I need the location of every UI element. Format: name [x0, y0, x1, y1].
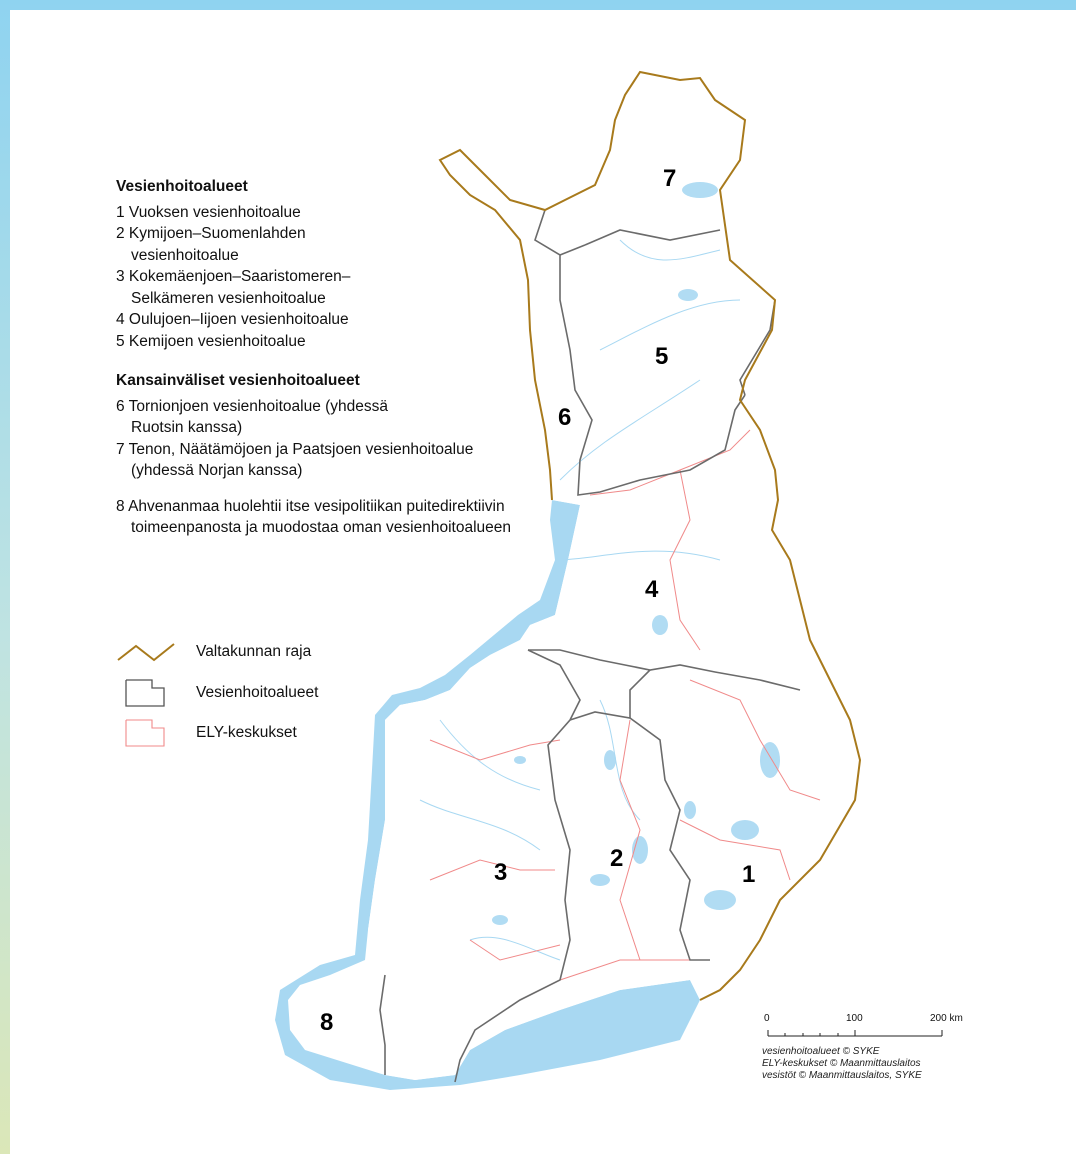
symbol-regions-label: Vesienhoitoalueet: [196, 684, 319, 701]
symbol-border-label: Valtakunnan raja: [196, 643, 312, 660]
region-label-6: 6: [558, 404, 571, 431]
scale-label-0: 0: [764, 1013, 770, 1024]
finland-land: [368, 72, 860, 1080]
legend-item-5: 5 Kemijoen vesienhoitoalue: [116, 332, 306, 350]
legend-item-7: 7 Tenon, Näätämöjoen ja Paatsjoen vesien…: [116, 440, 474, 480]
legend-item-6: 6 Tornionjoen vesienhoitoalue (yhdessä R…: [116, 397, 389, 437]
region-boundaries: [379, 209, 801, 1083]
region-label-1: 1: [742, 861, 755, 888]
scale-bar: [767, 1030, 943, 1037]
symbol-ely-row: ELY-keskukset: [116, 718, 297, 748]
symbol-regions-row: Vesienhoitoalueet: [116, 678, 318, 708]
region-label-4: 4: [645, 576, 659, 603]
ely-box-icon: [125, 719, 165, 747]
credit-line-1: vesienhoitoalueet © SYKE: [762, 1046, 880, 1057]
border-line-icon: [117, 643, 175, 662]
region-label-3: 3: [494, 859, 507, 886]
lakes: [492, 182, 780, 925]
legend-item-1: 1 Vuoksen vesienhoitoalue: [116, 203, 301, 221]
region-box-icon: [125, 679, 165, 707]
scale-label-100: 100: [846, 1013, 863, 1024]
symbol-border-row: Valtakunnan raja: [116, 640, 311, 664]
legend-item-8: 8 Ahvenanmaa huolehtii itse vesipolitiik…: [116, 497, 512, 537]
symbol-ely-label: ELY-keskukset: [196, 724, 297, 741]
map-credits: vesienhoitoalueet © SYKE ELY-keskukset ©…: [762, 1046, 922, 1082]
region-label-8: 8: [320, 1009, 333, 1036]
legend-item-3: 3 Kokemäenjoen–Saaristomeren–Selkämeren …: [116, 268, 351, 307]
region-label-2: 2: [610, 845, 623, 872]
legend-title-regions: Vesienhoitoalueet: [116, 178, 248, 195]
legend: Vesienhoitoalueet 1 Vuoksen vesienhoitoa…: [116, 176, 546, 539]
region-label-5: 5: [655, 343, 668, 370]
legend-item-2: 2 Kymijoen–Suomenlahden vesienhoitoalue: [116, 225, 306, 264]
sea-area: [275, 500, 700, 1090]
national-border: [438, 70, 862, 1001]
legend-item-4: 4 Oulujoen–Iijoen vesienhoitoalue: [116, 311, 349, 328]
legend-title-international: Kansainväliset vesienhoitoalueet: [116, 372, 360, 389]
scale-label-200: 200 km: [930, 1013, 963, 1024]
credit-line-2: ELY-keskukset © Maanmittauslaitos: [762, 1058, 921, 1069]
region-label-7: 7: [663, 165, 676, 192]
aland-islands: [305, 996, 351, 1034]
credit-line-3: vesistöt © Maanmittauslaitos, SYKE: [762, 1070, 922, 1081]
